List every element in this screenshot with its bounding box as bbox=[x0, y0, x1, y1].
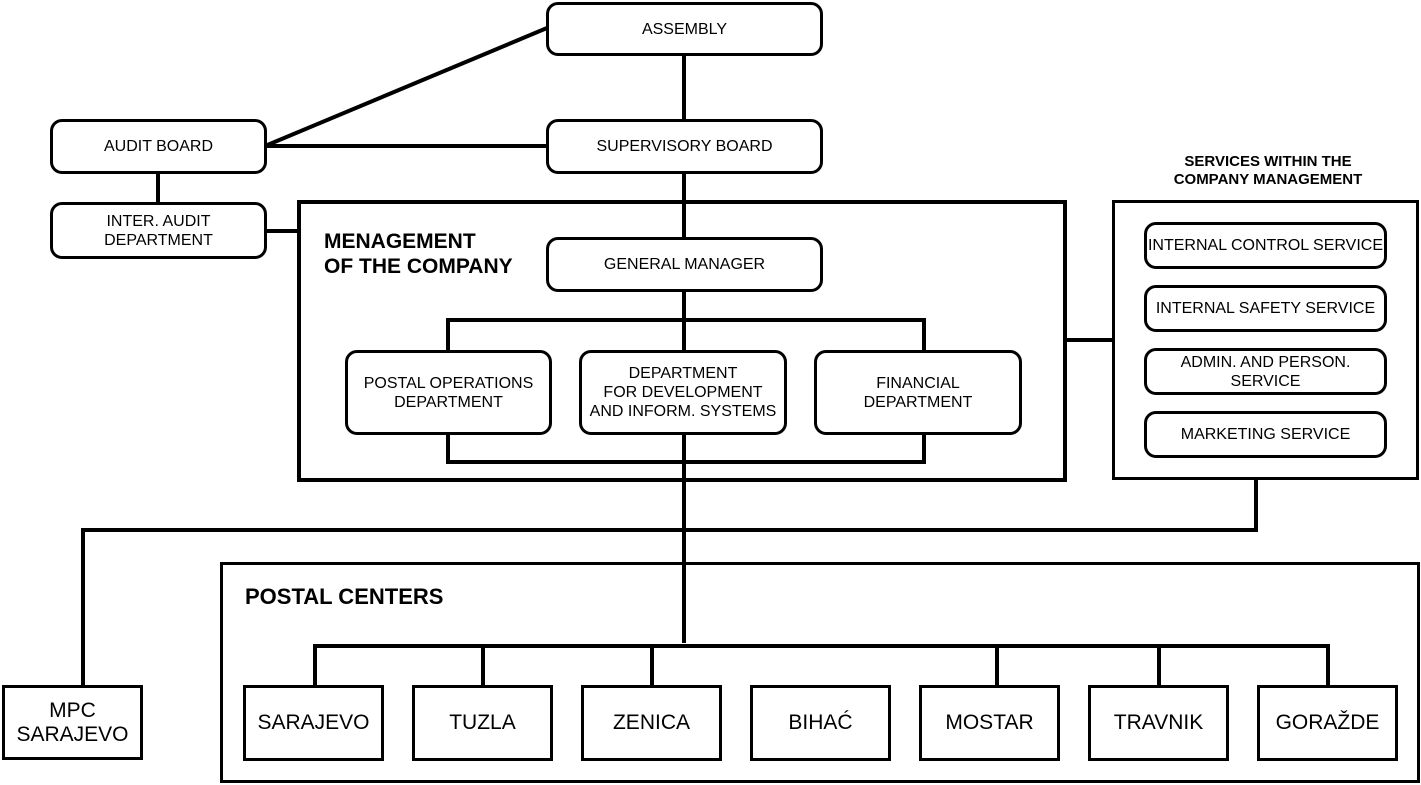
services-frame bbox=[1112, 200, 1419, 480]
postal-centers-title: POSTAL CENTERS bbox=[245, 584, 444, 609]
center-sarajevo-box: SARAJEVO bbox=[243, 685, 384, 761]
general-manager-box: GENERAL MANAGER bbox=[546, 237, 823, 292]
financial-department-box: FINANCIAL DEPARTMENT bbox=[814, 350, 1022, 435]
mpc-sarajevo-box: MPC SARAJEVO bbox=[2, 685, 143, 760]
center-bihac-box: BIHAĆ bbox=[750, 685, 891, 761]
connector-mpc-services-bus bbox=[81, 479, 1258, 686]
marketing-service-box: MARKETING SERVICE bbox=[1144, 411, 1387, 458]
internal-control-service-box: INTERNAL CONTROL SERVICE bbox=[1144, 222, 1387, 269]
services-title: SERVICES WITHIN THE COMPANY MANAGEMENT bbox=[1173, 153, 1363, 188]
internal-safety-service-box: INTERNAL SAFETY SERVICE bbox=[1144, 285, 1387, 332]
supervisory-board-box: SUPERVISORY BOARD bbox=[546, 119, 823, 174]
postal-operations-department-box: POSTAL OPERATIONS DEPARTMENT bbox=[345, 350, 552, 435]
management-title: MENAGEMENT OF THE COMPANY bbox=[324, 230, 513, 278]
center-mostar-box: MOSTAR bbox=[919, 685, 1060, 761]
management-frame bbox=[297, 200, 1067, 482]
connector-assembly-audit bbox=[264, 26, 548, 148]
development-department-box: DEPARTMENT FOR DEVELOPMENT AND INFORM. S… bbox=[579, 350, 787, 435]
postal-centers-frame bbox=[220, 562, 1420, 783]
center-gorazde-box: GORAŽDE bbox=[1257, 685, 1398, 761]
admin-person-service-box: ADMIN. AND PERSON. SERVICE bbox=[1144, 348, 1387, 395]
center-travnik-box: TRAVNIK bbox=[1088, 685, 1229, 761]
center-tuzla-box: TUZLA bbox=[412, 685, 553, 761]
center-zenica-box: ZENICA bbox=[581, 685, 722, 761]
audit-board-box: AUDIT BOARD bbox=[50, 119, 267, 174]
internal-audit-department-box: INTER. AUDIT DEPARTMENT bbox=[50, 202, 267, 259]
assembly-box: ASSEMBLY bbox=[546, 2, 823, 56]
